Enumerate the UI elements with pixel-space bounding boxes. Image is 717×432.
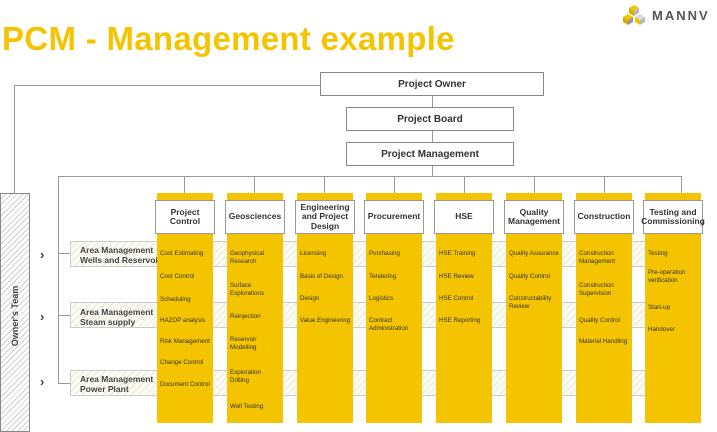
column-item: Pre-operation verification [648,269,686,284]
area-subtitle: Power Plant [80,384,129,394]
company-logo: MANNV [622,4,710,26]
area2-connector [58,315,70,316]
cube-logo-icon [623,5,645,25]
project-management-box: Project Management [346,142,514,166]
column-item: Scheduling [160,296,191,303]
column-engineering: Engineering and Project Design Licensing… [295,193,355,423]
column-item: Reinjection [230,313,261,320]
area-label-power: Area Management Power Plant [80,374,153,394]
column-header: Engineering and Project Design [295,200,355,234]
column-item: Reservoir Modelling [230,336,257,351]
area-subtitle: Wells and Reservoir [80,255,162,265]
column-item: Change Control [160,359,204,366]
column-item: Purchasing [369,250,400,257]
column-item: Tendering [369,273,397,280]
chevron-right-icon: › [40,374,45,389]
column-item: Testing [648,250,668,257]
column-item: Cost Control [160,273,195,280]
col5-connector [464,176,465,193]
column-construction: Construction Construction Management Con… [574,193,634,423]
col4-connector [394,176,395,193]
owners-team-label: Owner's Team [10,285,20,347]
columns-connector-h [58,176,682,177]
area1-connector [58,253,70,254]
column-header: Testing and Commissioning [641,200,705,234]
area3-connector [58,383,70,384]
owners-team-bar [0,193,30,432]
column-item: Well Testing [230,403,264,410]
chevron-right-icon: › [40,247,45,262]
column-item: Basis of Design [300,273,343,280]
column-item: HSE Control [439,295,474,302]
column-item: Quality Assurance [509,250,559,257]
column-testing-commissioning: Testing and Commissioning Testing Pre-op… [641,193,705,423]
column-item: Material Handling [579,338,628,345]
column-item: Handover [648,326,675,333]
owner-connector-v [14,85,15,193]
area-title: Area Management [80,374,154,384]
col6-connector [534,176,535,193]
column-header: Geosciences [225,200,285,234]
column-header: HSE [434,200,494,234]
column-item: Logistics [369,295,394,302]
mgmt-down-connector [432,165,433,176]
col1-connector [184,176,185,193]
area-title: Area Management [80,307,154,317]
column-item: Construction Management [579,250,616,265]
column-procurement: Procurement Purchasing Tendering Logisti… [364,193,424,423]
column-item: Constructability Review [509,295,552,310]
col7-connector [604,176,605,193]
chevron-right-icon: › [40,309,45,324]
column-item: Risk Management [160,338,210,345]
column-item: Contract Administration [369,317,409,332]
column-hse: HSE HSE Training HSE Review HSE Control … [434,193,494,423]
column-item: Value Engineering [300,317,351,324]
board-mgmt-connector [432,130,433,143]
area-subtitle: Steam supply [80,317,136,327]
area-label-steam: Area Management Steam supply [80,307,153,327]
column-item: Quality Control [579,317,620,324]
area-title: Area Management [80,245,154,255]
column-item: Start-up [648,304,671,311]
column-item: Document Control [160,381,210,388]
col3-connector [324,176,325,193]
project-board-box: Project Board [346,107,514,131]
column-project-control: Project Control Cost Estimating Cost Con… [155,193,215,423]
col8-connector [681,176,682,193]
column-quality-management: Quality Management Quality Assurance Qua… [504,193,564,423]
column-geosciences: Geosciences Geophysical Research Surface… [225,193,285,423]
column-header: Project Control [155,200,215,234]
col2-connector [254,176,255,193]
column-header: Construction [574,200,634,234]
column-item: HSE Reporting [439,317,481,324]
owner-board-connector [432,95,433,108]
project-owner-box: Project Owner [320,72,544,96]
column-item: Construction Supervision [579,282,614,297]
column-item: Exploration Drilling [230,369,261,384]
areas-connector-v [58,176,59,384]
column-item: HAZOP analysis [160,317,206,324]
column-header: Procurement [364,200,424,234]
area-label-wells: Area Management Wells and Reservoir [80,245,161,265]
column-item: Design [300,295,320,302]
column-item: Surface Explorations [230,282,265,297]
page-title: PCM - Management example [2,20,455,57]
column-item: Licensing [300,250,327,257]
owner-connector-h [14,85,320,86]
column-item: Geophysical Research [230,250,265,265]
logo-text: MANNV [652,7,710,23]
column-item: HSE Review [439,273,474,280]
column-item: Quality Control [509,273,550,280]
column-item: HSE Training [439,250,476,257]
column-item: Cost Estimating [160,250,204,257]
column-header: Quality Management [504,200,564,234]
